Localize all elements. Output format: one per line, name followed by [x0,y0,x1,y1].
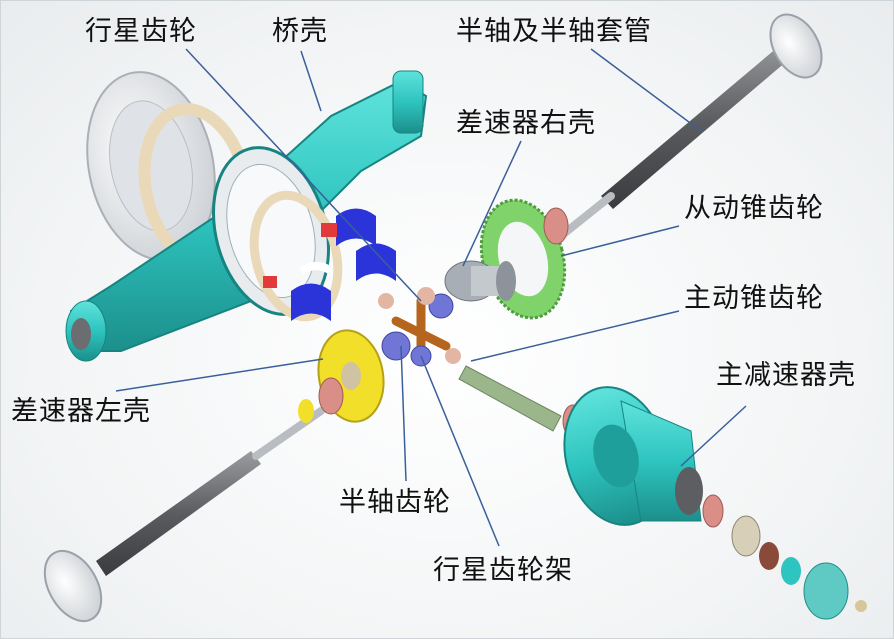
label-diff-left-case: 差速器左壳 [11,396,151,427]
label-side-gear: 半轴齿轮 [339,487,451,518]
housing-left-flange-disk [86,71,216,261]
axle-housing-body [65,70,428,362]
label-driving-bevel-gear: 主动锥齿轮 [684,283,824,314]
label-diff-right-case: 差速器右壳 [456,108,596,139]
reducer-small-parts [702,494,867,620]
left-half-shaft [43,407,325,623]
differential-left-case [298,329,385,423]
differential-right-case [444,260,516,302]
main-reducer-housing [563,386,703,526]
label-planet-gear: 行星齿轮 [85,16,197,47]
gasket-ring-right [249,190,343,322]
right-half-shaft [557,13,823,240]
bearing-right [543,207,569,245]
label-driven-bevel-gear: 从动锥齿轮 [684,193,824,224]
planet-gear-cluster [378,287,461,367]
bearing-caps [263,208,396,321]
label-axle-housing: 桥壳 [272,16,328,47]
driving-bevel-gear [458,365,584,438]
label-half-shaft-and-sleeve: 半轴及半轴套管 [456,16,652,47]
label-planet-carrier: 行星齿轮架 [433,555,573,586]
label-main-reducer-housing: 主减速器壳 [716,360,856,391]
leader-lines [115,48,747,547]
